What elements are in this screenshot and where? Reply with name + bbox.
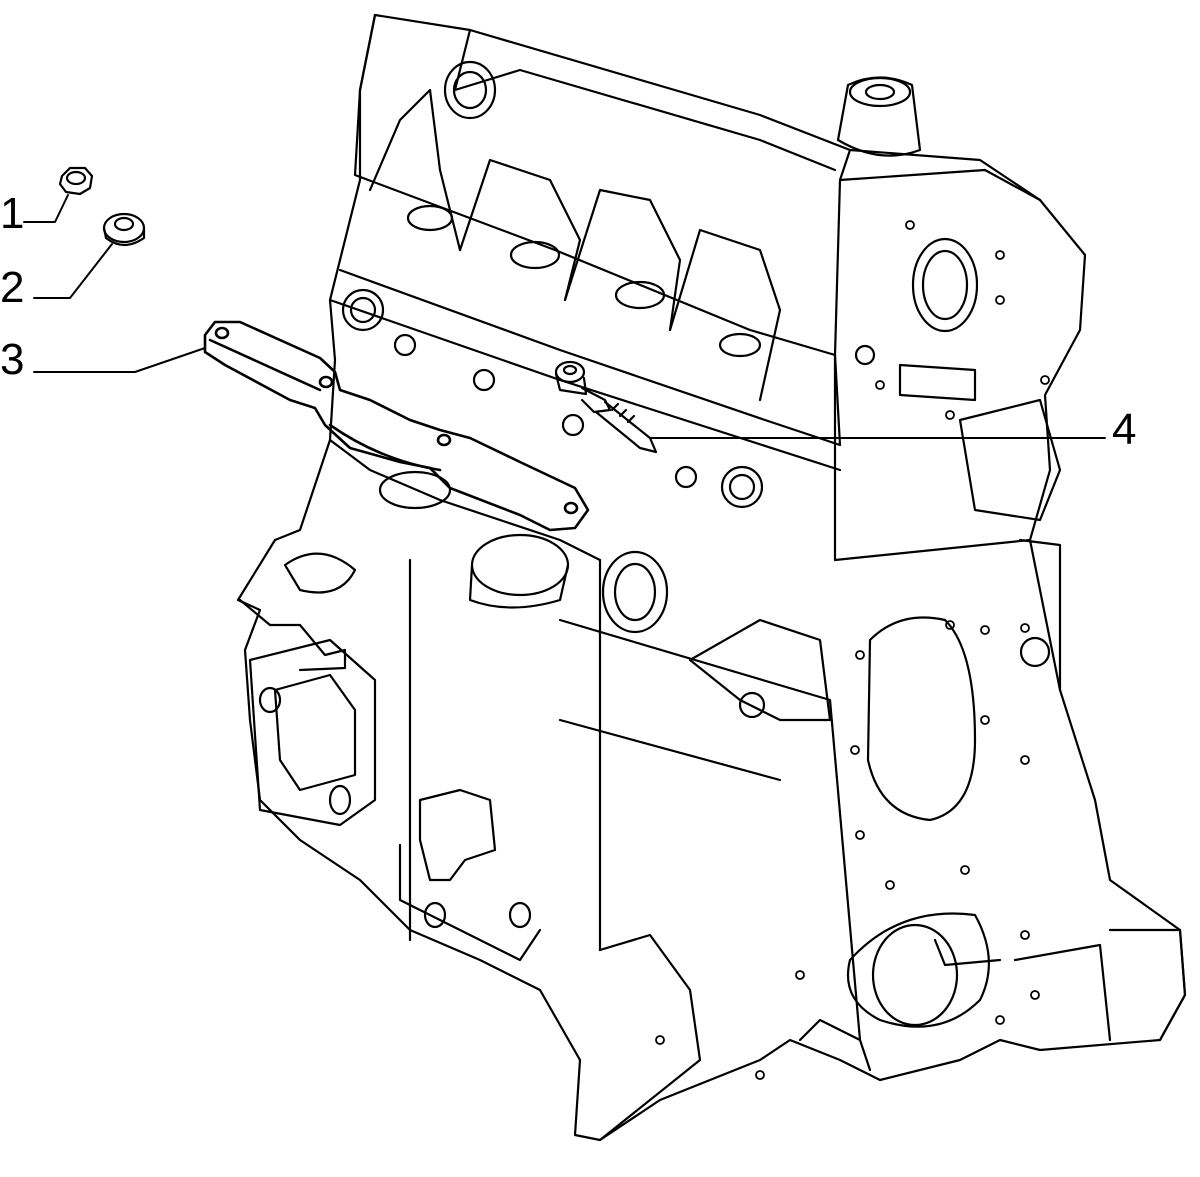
engine-block — [236, 13, 1187, 1142]
bolt-part — [554, 360, 658, 454]
callout-3: 3 — [0, 335, 25, 384]
callout-2: 2 — [0, 263, 25, 312]
washer-part — [102, 212, 146, 247]
bolt-holes — [655, 220, 1050, 1080]
callout-1: 1 — [0, 189, 25, 238]
nut-part — [58, 166, 94, 196]
leader-lines — [23, 194, 1106, 439]
bracket-part — [203, 320, 590, 532]
callout-4: 4 — [1112, 405, 1137, 454]
